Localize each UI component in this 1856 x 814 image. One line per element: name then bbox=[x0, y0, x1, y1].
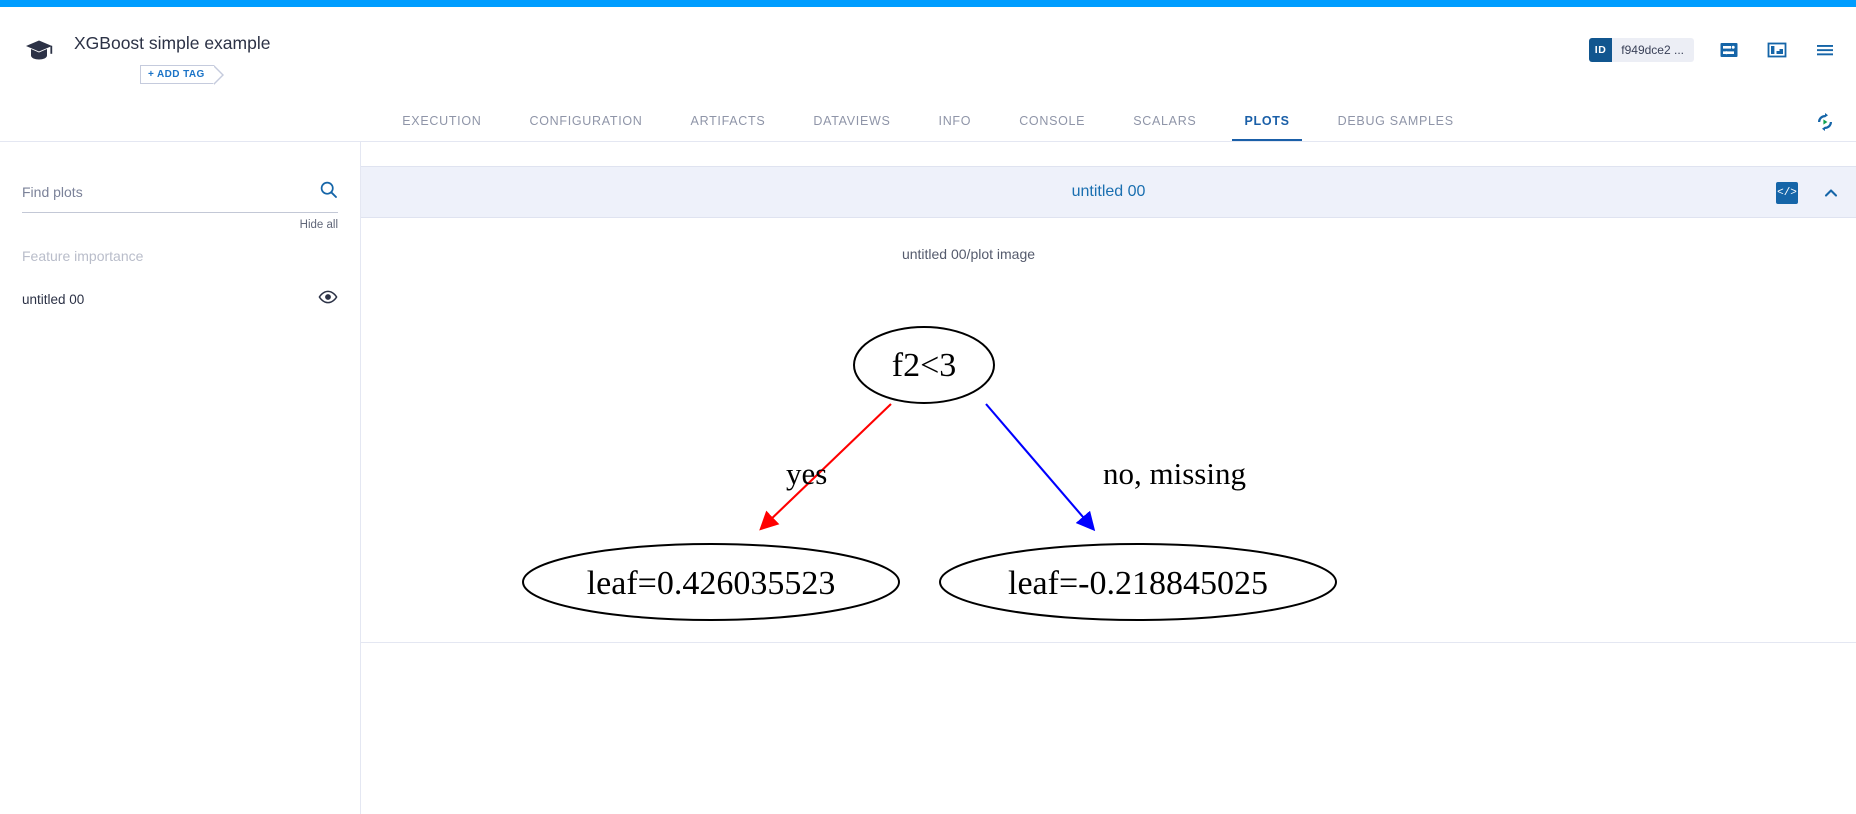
eye-icon[interactable] bbox=[318, 290, 338, 309]
hide-all-button[interactable]: Hide all bbox=[299, 219, 338, 231]
edge-no-missing-label: no, missing bbox=[1103, 456, 1246, 491]
chevron-up-icon[interactable] bbox=[1820, 182, 1842, 204]
tab-label: CONFIGURATION bbox=[529, 113, 643, 128]
page-title: XGBoost simple example bbox=[74, 33, 271, 53]
plot-image-area: untitled 00/plot image bbox=[361, 218, 1856, 643]
tab-scalars[interactable]: SCALARS bbox=[1109, 100, 1220, 141]
plots-sidebar: Hide all Feature importance untitled 00 bbox=[0, 142, 361, 814]
tab-label: DEBUG SAMPLES bbox=[1337, 113, 1454, 128]
tab-debug-samples[interactable]: DEBUG SAMPLES bbox=[1314, 100, 1478, 141]
tab-execution[interactable]: EXECUTION bbox=[378, 100, 505, 141]
graduation-cap-icon bbox=[22, 33, 56, 67]
edge-no-missing bbox=[985, 403, 1096, 532]
tree-node-leaf-right bbox=[939, 543, 1337, 621]
tab-configuration[interactable]: CONFIGURATION bbox=[506, 100, 667, 141]
sidebar-group-label: Feature importance bbox=[22, 248, 144, 264]
tree-node-root bbox=[853, 326, 995, 404]
tab-label: PLOTS bbox=[1244, 113, 1290, 128]
auto-refresh-icon[interactable] bbox=[1812, 109, 1838, 135]
id-badge-value: f949dce2 ... bbox=[1621, 43, 1684, 57]
tree-node-leaf-left-label: leaf=0.426035523 bbox=[587, 565, 836, 602]
search-input[interactable] bbox=[22, 184, 272, 200]
tab-label: CONSOLE bbox=[1019, 113, 1086, 128]
id-badge-key: ID bbox=[1588, 38, 1613, 62]
tree-node-leaf-right-label: leaf=-0.218845025 bbox=[1008, 565, 1268, 602]
compare-icon[interactable] bbox=[1716, 37, 1742, 63]
code-view-button[interactable]: </> bbox=[1776, 182, 1798, 204]
list-item-label: untitled 00 bbox=[22, 292, 85, 307]
tree-node-root-label: f2<3 bbox=[892, 347, 957, 384]
search-plots-row bbox=[22, 180, 338, 213]
header-actions: ID f949dce2 ... bbox=[1588, 37, 1838, 63]
tab-dataviews[interactable]: DATAVIEWS bbox=[789, 100, 914, 141]
hamburger-menu-icon[interactable] bbox=[1812, 37, 1838, 63]
search-icon[interactable] bbox=[319, 180, 338, 204]
plot-panel-header: untitled 00 </> bbox=[361, 166, 1856, 218]
page-header: XGBoost simple example + ADD TAG ID f949… bbox=[0, 7, 1856, 100]
split-panel-icon[interactable] bbox=[1764, 37, 1790, 63]
header-left: XGBoost simple example + ADD TAG bbox=[22, 33, 271, 85]
tab-label: SCALARS bbox=[1133, 113, 1197, 128]
sidebar-item-untitled-00[interactable]: untitled 00 bbox=[22, 290, 338, 309]
header-title-block: XGBoost simple example + ADD TAG bbox=[74, 33, 271, 85]
plot-caption: untitled 00/plot image bbox=[901, 246, 1036, 262]
plots-content: untitled 00 </> untitled 00/plot image bbox=[361, 142, 1856, 814]
plot-panel-actions: </> bbox=[1776, 167, 1842, 219]
xgboost-tree-diagram: f2<3 leaf=0.426035523 leaf=-0.218845025 … bbox=[522, 326, 1337, 621]
edge-yes-label: yes bbox=[786, 456, 827, 491]
tab-label: DATAVIEWS bbox=[813, 113, 891, 128]
tree-node-leaf-left bbox=[522, 543, 900, 621]
experiment-id-badge[interactable]: ID f949dce2 ... bbox=[1588, 38, 1694, 62]
add-tag-button[interactable]: + ADD TAG bbox=[140, 65, 224, 85]
tab-plots[interactable]: PLOTS bbox=[1220, 100, 1313, 141]
plot-panel-title: untitled 00 bbox=[1071, 183, 1146, 200]
tab-label: EXECUTION bbox=[402, 113, 482, 128]
tab-bar: EXECUTION CONFIGURATION ARTIFACTS DATAVI… bbox=[0, 100, 1856, 142]
tab-label: INFO bbox=[938, 113, 972, 128]
tab-artifacts[interactable]: ARTIFACTS bbox=[667, 100, 790, 141]
edge-yes bbox=[759, 403, 892, 531]
tab-info[interactable]: INFO bbox=[915, 100, 996, 141]
tab-label: ARTIFACTS bbox=[690, 113, 766, 128]
tab-console[interactable]: CONSOLE bbox=[995, 100, 1109, 141]
